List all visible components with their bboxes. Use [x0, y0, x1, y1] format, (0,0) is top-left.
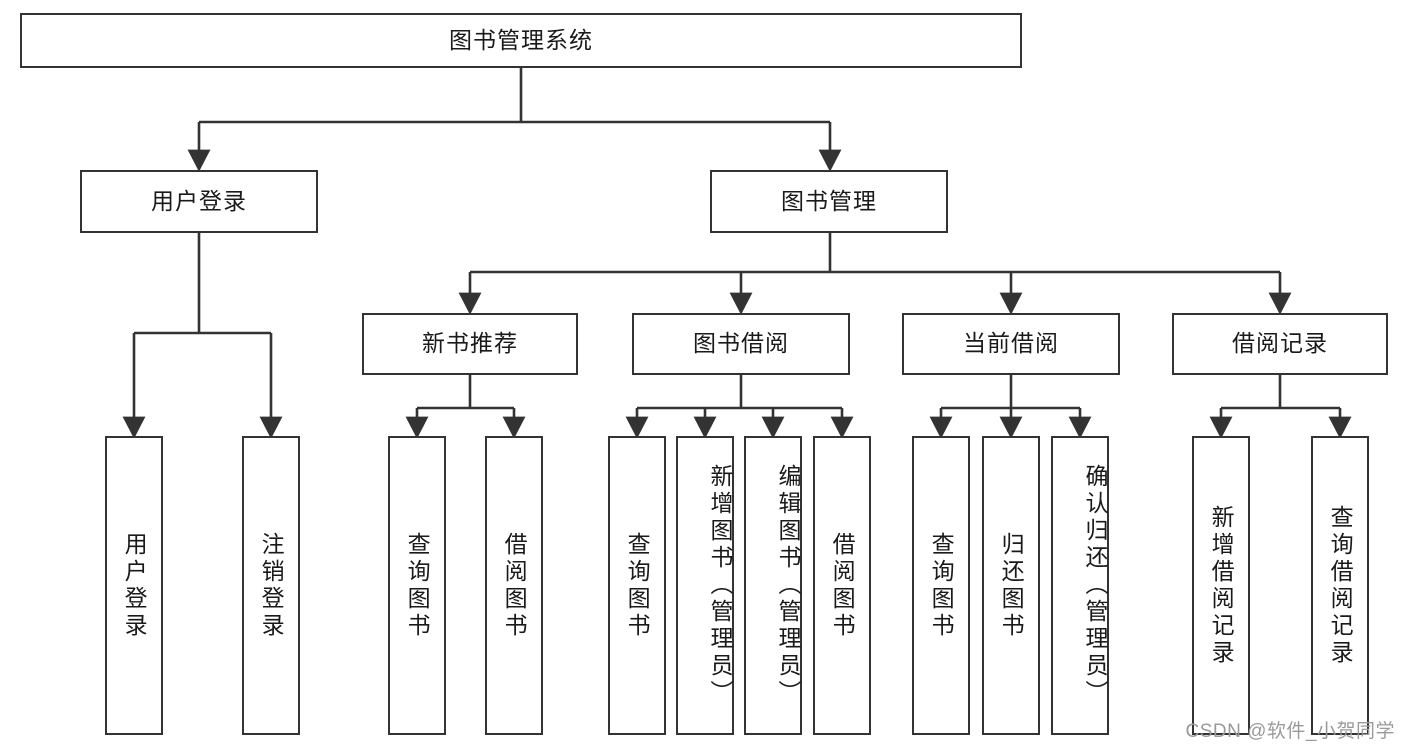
node-book-borrow[interactable]: 图书借阅 — [632, 313, 850, 375]
leaf-query-books-new[interactable]: 查询图书 — [388, 436, 446, 735]
node-new-book-recommend[interactable]: 新书推荐 — [362, 313, 578, 375]
leaf-logout[interactable]: 注销登录 — [242, 436, 300, 735]
node-book-management[interactable]: 图书管理 — [710, 170, 948, 233]
leaf-add-borrow-record[interactable]: 新增借阅记录 — [1192, 436, 1250, 735]
node-borrow-record[interactable]: 借阅记录 — [1172, 313, 1388, 375]
node-current-borrow[interactable]: 当前借阅 — [902, 313, 1120, 375]
leaf-borrow-books-new[interactable]: 借阅图书 — [485, 436, 543, 735]
leaf-return-books[interactable]: 归还图书 — [982, 436, 1040, 735]
node-root-system[interactable]: 图书管理系统 — [20, 13, 1022, 68]
leaf-query-borrow-record[interactable]: 查询借阅记录 — [1311, 436, 1369, 735]
node-user-login[interactable]: 用户登录 — [80, 170, 318, 233]
leaf-add-book-admin[interactable]: 新增图书（管理员） — [676, 436, 734, 735]
leaf-query-books-current[interactable]: 查询图书 — [912, 436, 970, 735]
leaf-borrow-books[interactable]: 借阅图书 — [813, 436, 871, 735]
leaf-confirm-return-admin[interactable]: 确认归还（管理员） — [1051, 436, 1109, 735]
leaf-user-login[interactable]: 用户登录 — [105, 436, 163, 735]
leaf-query-books-borrow[interactable]: 查询图书 — [608, 436, 666, 735]
watermark-text: CSDN @软件_小贺同学 — [1185, 721, 1395, 742]
leaf-edit-book-admin[interactable]: 编辑图书（管理员） — [744, 436, 802, 735]
